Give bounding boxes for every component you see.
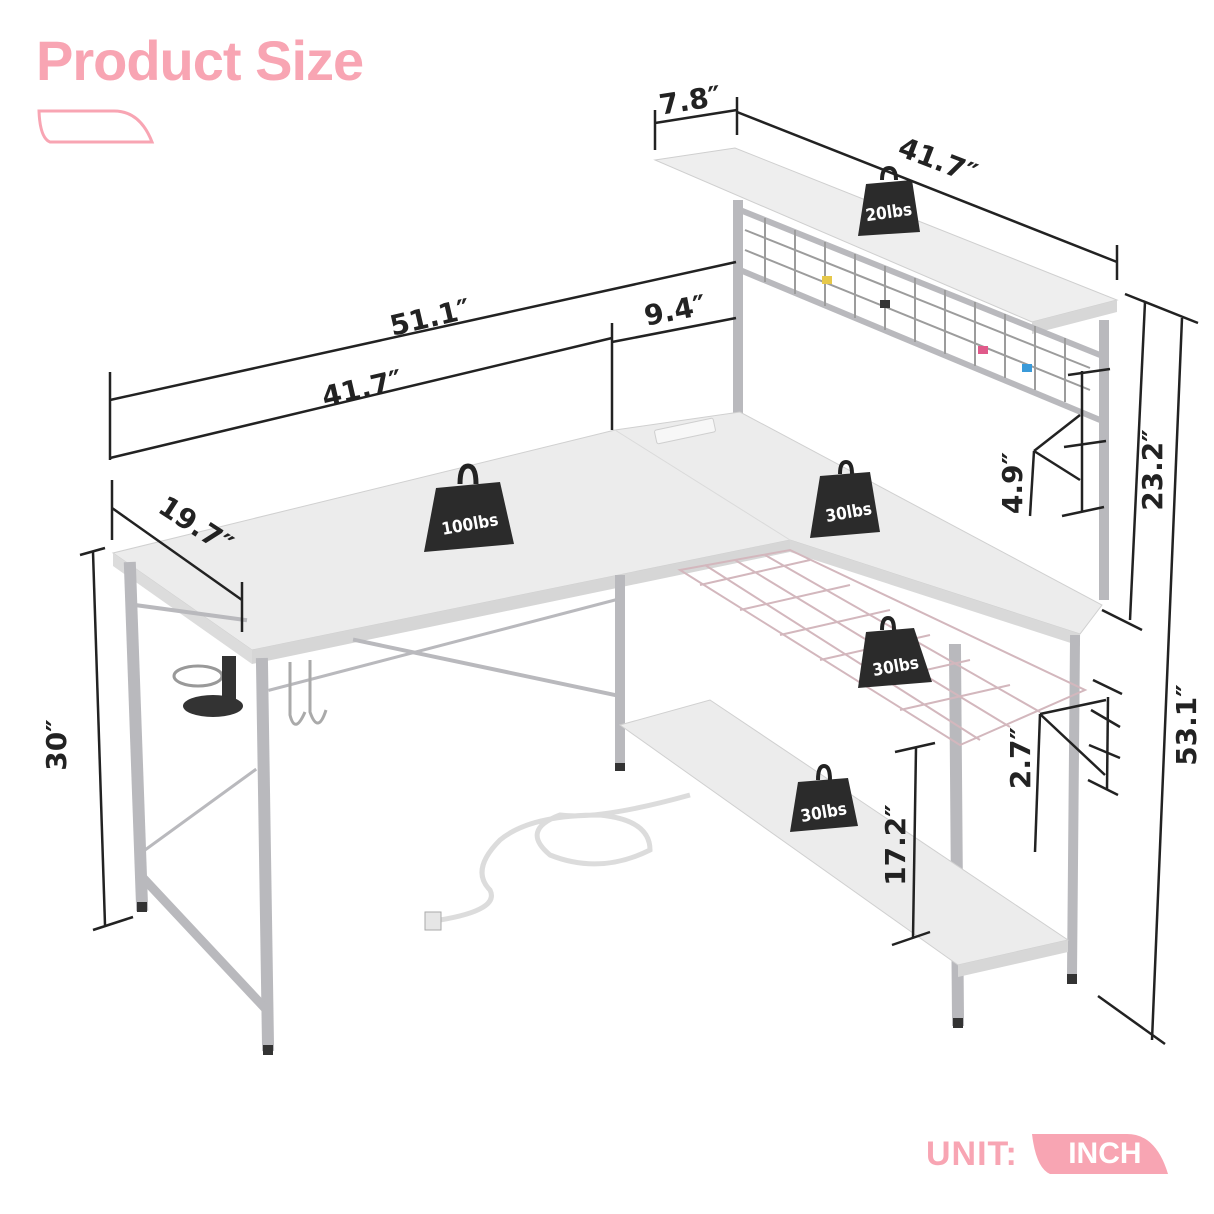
weight-icon-main-desk: 100lbs <box>424 463 514 552</box>
blue-binder-clip <box>1022 364 1032 372</box>
leg-feet <box>137 763 1077 1055</box>
cup-holder <box>172 656 243 717</box>
unit-indicator: UNIT: INCH <box>926 1134 1168 1174</box>
hutch-pegboard-grid <box>744 218 1091 402</box>
weight-icon-side-desk: 30lbs <box>810 459 880 538</box>
power-cord <box>439 792 691 923</box>
hutch-top-shelf <box>653 147 1119 334</box>
dimension-lines <box>79 97 1199 1046</box>
dimension-lower-shelf-height: 17.2″ <box>879 804 912 886</box>
desktop <box>111 411 1103 664</box>
dimension-hutch-height: 23.2″ <box>1136 429 1169 511</box>
unit-value: INCH <box>1068 1137 1142 1170</box>
dimension-main-desk-length: 41.7″ <box>319 363 406 414</box>
weight-icon-hutch: 20lbs <box>858 165 920 236</box>
power-outlet-strip <box>654 417 716 445</box>
unit-badge-shape <box>1031 1134 1168 1174</box>
dimension-desk-height: 30″ <box>40 719 73 770</box>
weight-icon-bottom-shelf: 30lbs <box>790 763 858 832</box>
title-underline-decoration <box>37 109 155 144</box>
dimension-total-height: 53.1″ <box>1170 684 1203 766</box>
weight-icon-wire-basket: 30lbs <box>858 615 932 688</box>
hutch-frame <box>733 200 1109 600</box>
dimension-basket-depth: 2.7″ <box>1004 727 1037 789</box>
dimension-total-length: 51.1″ <box>387 292 474 343</box>
pink-binder-clip <box>978 346 988 354</box>
power-plug <box>424 911 442 931</box>
black-binder-clip <box>880 300 890 308</box>
yellow-binder-clip <box>822 276 832 284</box>
page-title: Product Size <box>36 29 364 92</box>
dimension-hutch-shelf-gap: 4.9″ <box>996 452 1029 514</box>
dimension-hutch-depth: 7.8″ <box>657 79 724 121</box>
headphone-hooks <box>288 660 328 726</box>
unit-badge: INCH <box>1031 1134 1168 1174</box>
bottom-shelf <box>618 699 1070 977</box>
unit-label: UNIT: <box>926 1134 1018 1173</box>
